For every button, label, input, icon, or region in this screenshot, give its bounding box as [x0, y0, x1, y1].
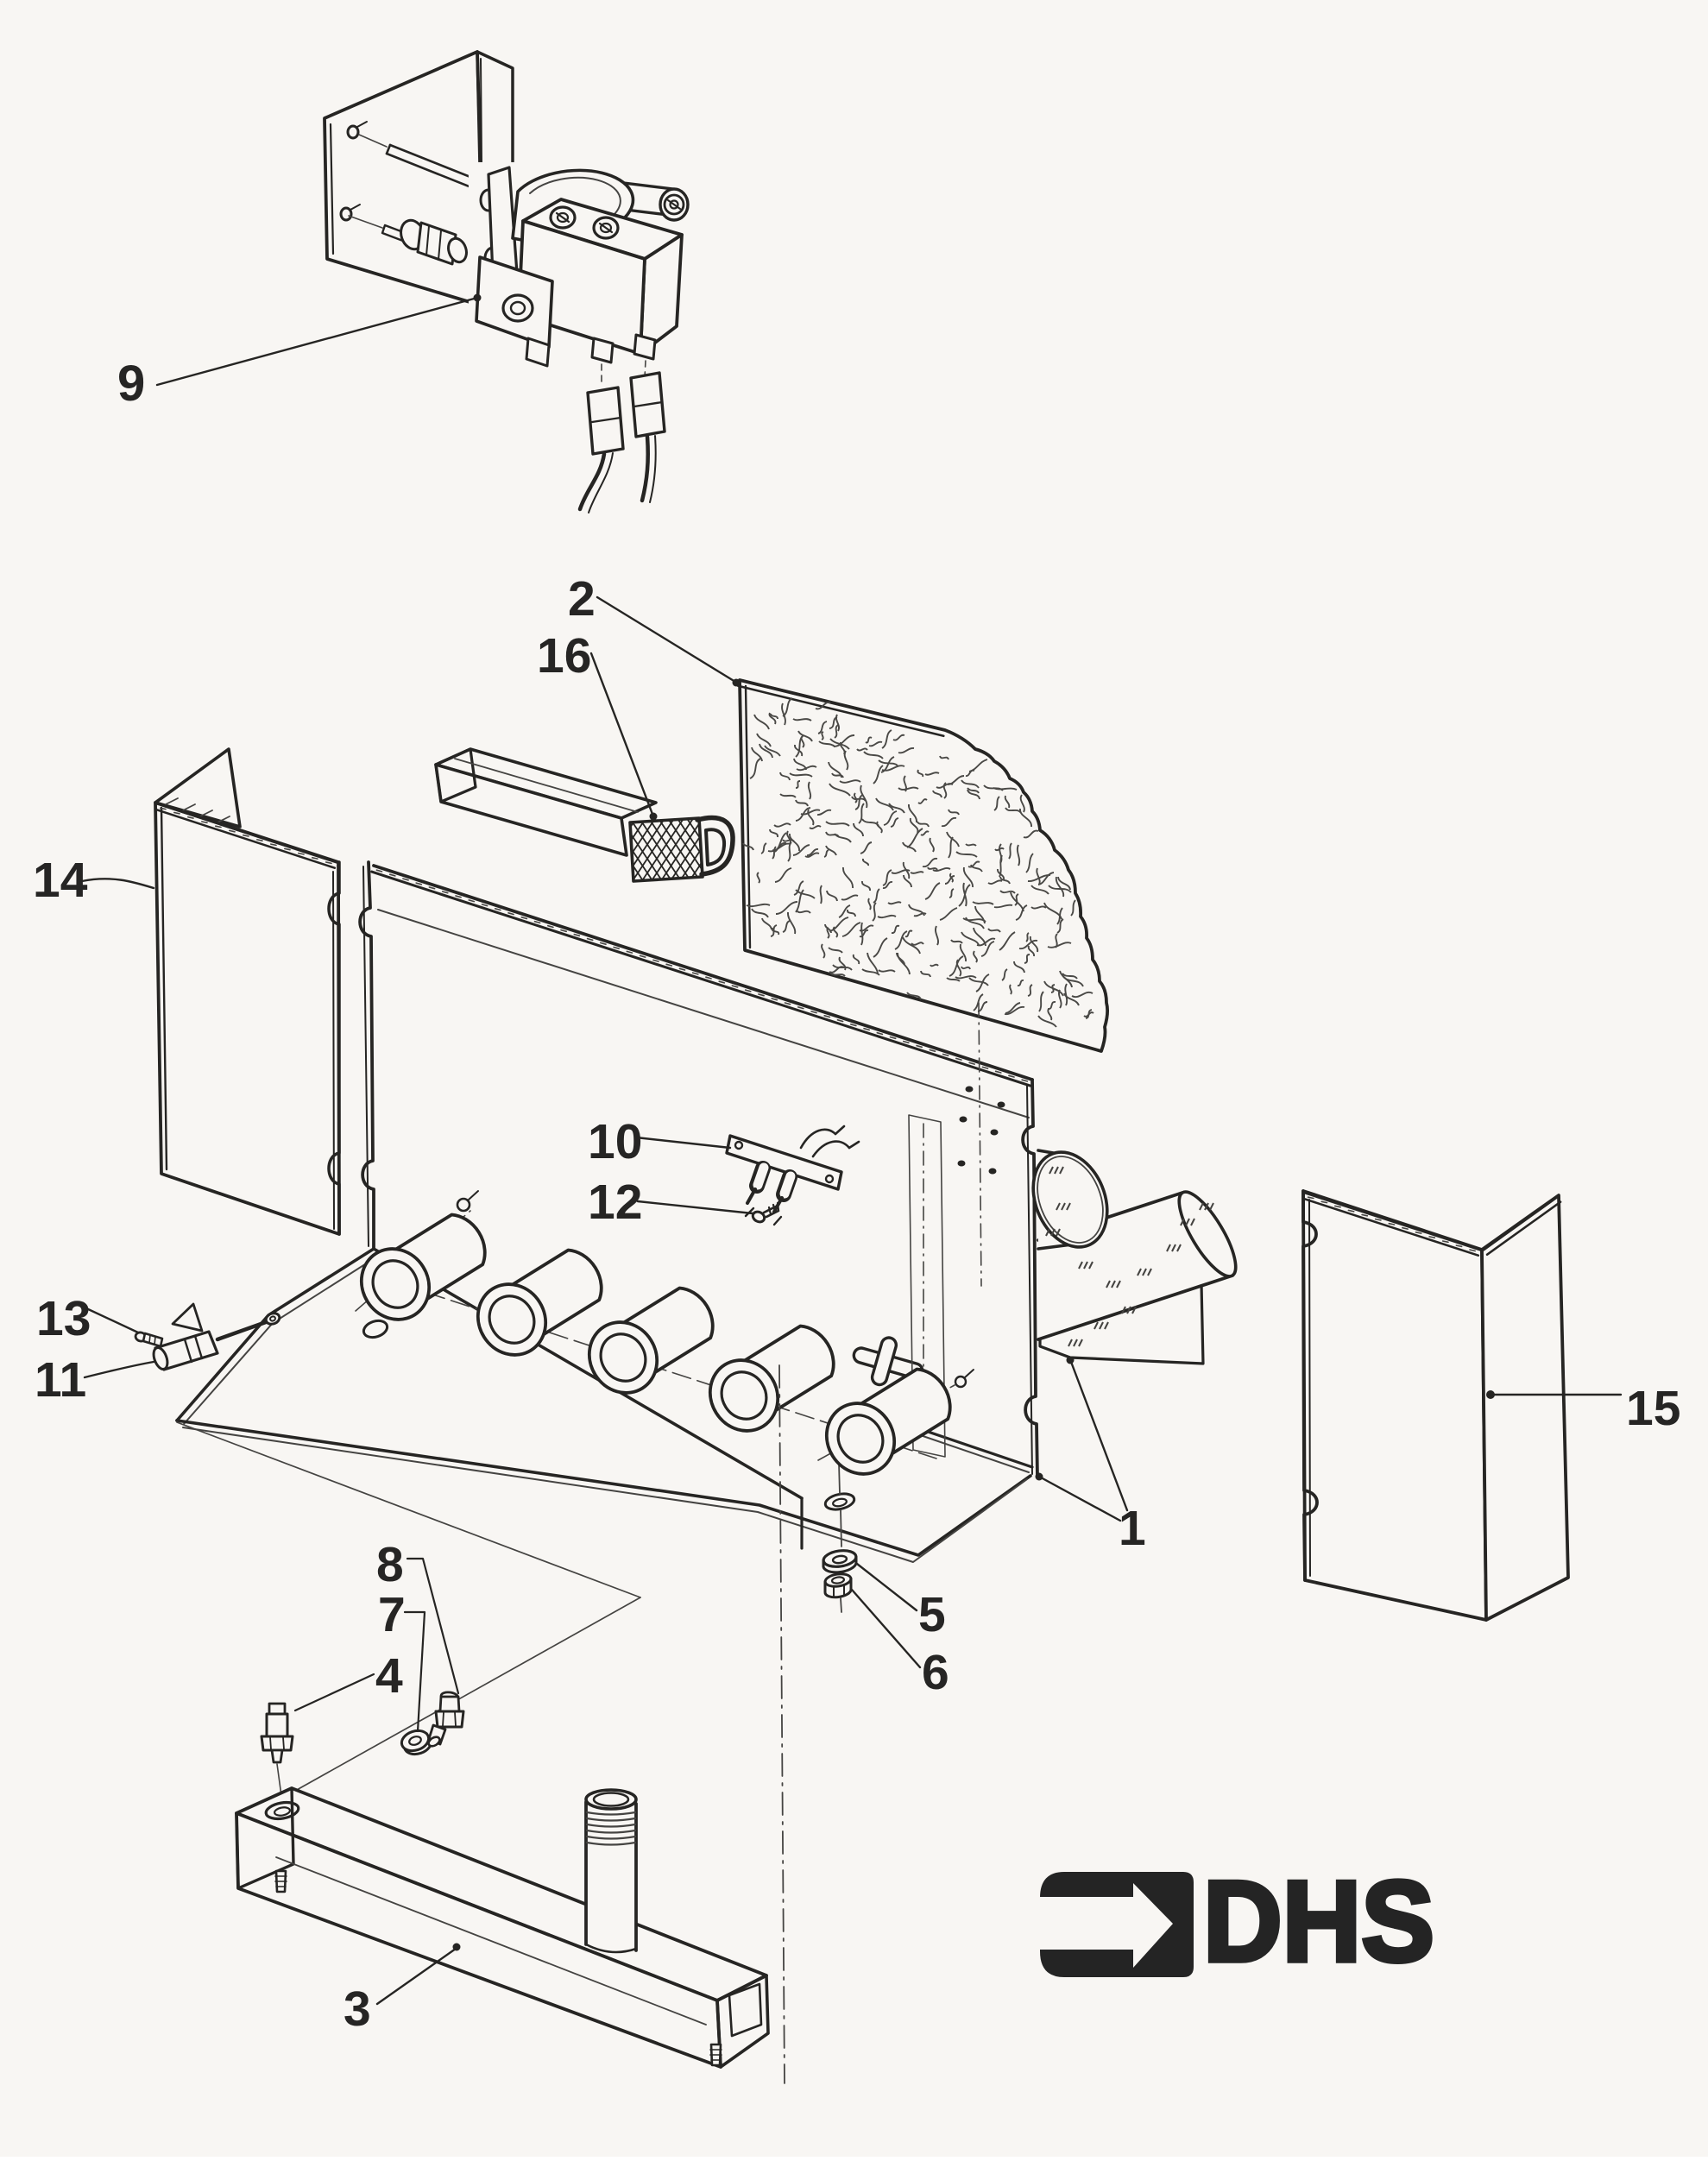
- svg-text:4: 4: [375, 1648, 403, 1704]
- svg-text:15: 15: [1626, 1381, 1680, 1436]
- svg-text:16: 16: [537, 628, 591, 684]
- svg-text:2: 2: [568, 571, 596, 627]
- svg-text:3: 3: [343, 1981, 371, 2037]
- svg-text:DHS: DHS: [1203, 1858, 1434, 1986]
- svg-text:14: 14: [33, 853, 88, 908]
- svg-text:9: 9: [117, 356, 145, 412]
- svg-text:12: 12: [588, 1175, 642, 1230]
- svg-text:13: 13: [36, 1291, 91, 1346]
- svg-text:8: 8: [376, 1537, 404, 1592]
- svg-text:11: 11: [35, 1352, 86, 1408]
- svg-text:7: 7: [378, 1587, 406, 1642]
- svg-text:6: 6: [922, 1645, 949, 1700]
- svg-text:5: 5: [918, 1587, 946, 1642]
- svg-text:1: 1: [1119, 1501, 1146, 1556]
- svg-text:10: 10: [588, 1114, 642, 1169]
